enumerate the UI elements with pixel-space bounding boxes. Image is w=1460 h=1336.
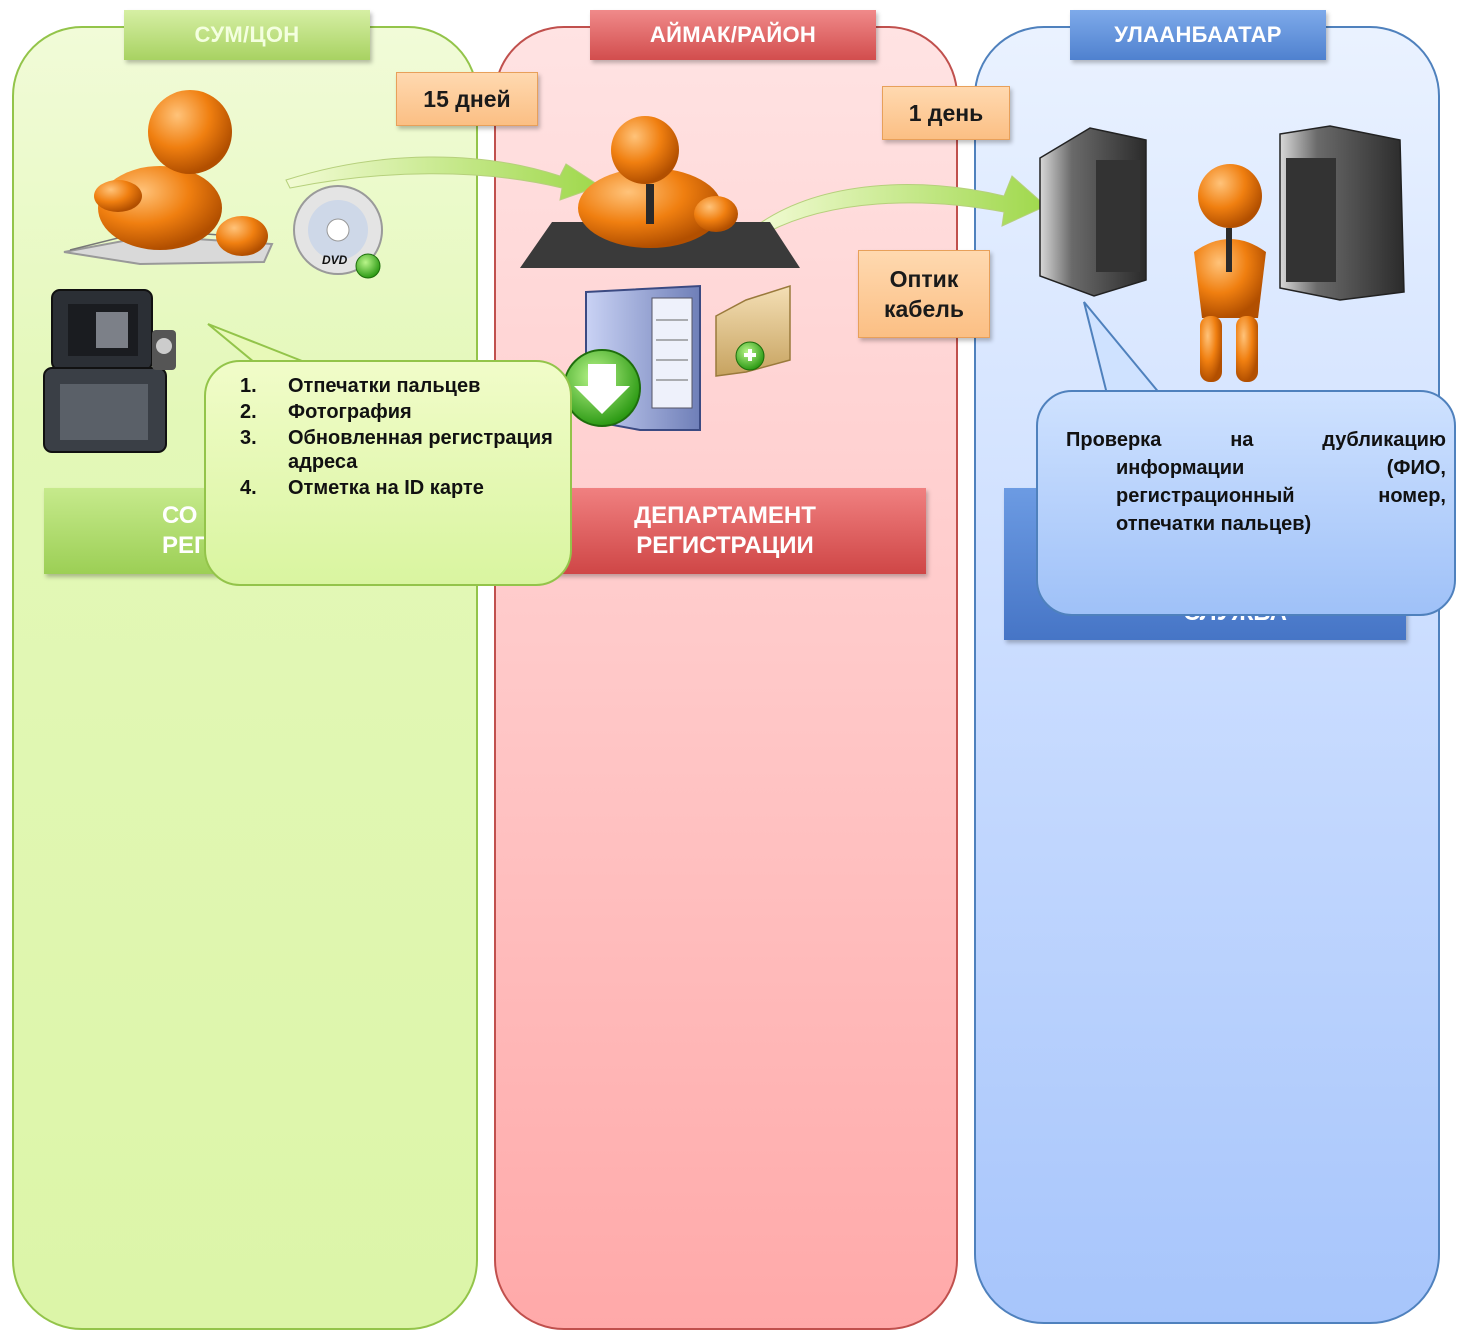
folder-add-icon — [715, 284, 791, 377]
ribbon-sum-line1: СО — [162, 502, 198, 529]
server-rack-right-icon — [1279, 125, 1405, 301]
list-item: 3.Обновленная регистрация адреса — [240, 427, 553, 473]
callout-duplication-check — [1036, 390, 1456, 616]
person-at-desk-icon — [520, 116, 800, 268]
ribbon-registration-department: ДЕПАРТАМЕНТ РЕГИСТРАЦИИ — [524, 488, 926, 574]
label-15-days: 15 дней — [396, 72, 538, 126]
lane-title-sum: СУМ/ЦОН — [124, 10, 370, 60]
optic-line2: кабель — [883, 296, 965, 322]
lane-title-ulaanbaatar: УЛААНБААТАР — [1070, 10, 1326, 60]
optic-line1: Оптик — [889, 266, 959, 292]
list-item: 2.Фотография — [240, 401, 412, 423]
collected-data-list: 1.Отпечатки пальцев 2.Фотография 3.Обнов… — [240, 374, 560, 502]
dvd-label: DVD — [322, 253, 348, 267]
person-standing-icon — [1194, 164, 1266, 382]
arrow-sum-to-aimak — [285, 156, 602, 201]
label-1-day: 1 день — [882, 86, 1010, 140]
list-item: 1.Отпечатки пальцев — [240, 375, 481, 397]
ribbon-red-line1: ДЕПАРТАМЕНТ — [634, 502, 816, 529]
list-item: 4.Отметка на ID карте — [240, 477, 484, 499]
server-download-icon — [563, 284, 701, 431]
label-optic-cable: Оптик кабель — [858, 250, 990, 338]
duplication-check-text: Проверка на дубликацию информации (ФИО, … — [1066, 429, 1446, 535]
server-rack-left-icon — [1039, 127, 1147, 297]
dvd-icon: DVD — [293, 185, 383, 279]
person-reading-icon — [63, 90, 274, 266]
arrow-aimak-to-ulaanbaatar — [755, 175, 1047, 233]
fingerprint-kit-icon — [43, 289, 176, 453]
callout-collected-data — [204, 360, 572, 586]
ribbon-red-line2: РЕГИСТРАЦИИ — [636, 532, 814, 559]
lane-title-aimak: АЙМАК/РАЙОН — [590, 10, 876, 60]
